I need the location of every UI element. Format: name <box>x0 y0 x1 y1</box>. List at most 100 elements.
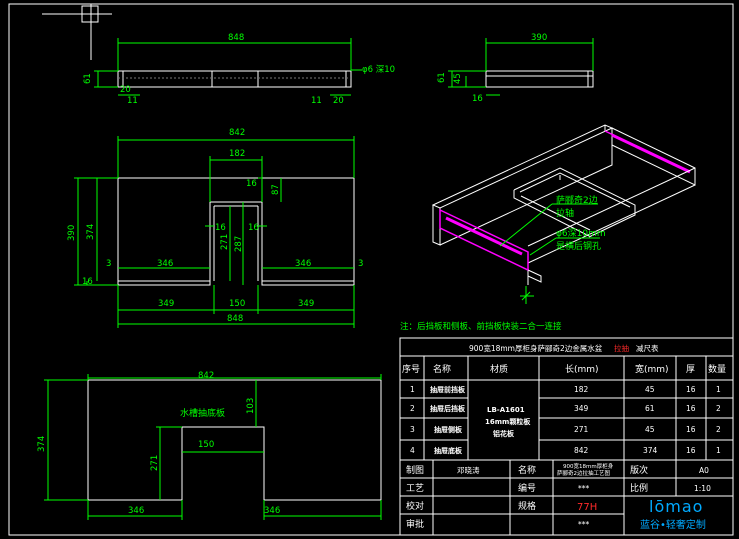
dim-plan-842: 842 <box>229 128 245 138</box>
brand-logo: lōmao <box>649 497 703 516</box>
dim-plan-150: 150 <box>229 299 245 309</box>
brand-name: 蓝谷•轻奢定制 <box>640 518 706 531</box>
footer-scale-value: 1:10 <box>694 484 711 493</box>
dim-plan-182: 182 <box>229 149 245 159</box>
isometric-view <box>431 124 696 304</box>
dim-side-61: 61 <box>437 72 447 83</box>
footer-name-value-a: 900宽18mm厚柜身 <box>563 462 614 470</box>
dim-bottom-842: 842 <box>198 371 214 381</box>
dim-plan-390: 390 <box>67 225 77 241</box>
footer-check-label: 校对 <box>406 500 424 512</box>
material-line-3: 铝花板 <box>493 429 515 438</box>
footer-made-value: 邓晓涛 <box>457 465 480 475</box>
footer-version-label: 版次 <box>630 464 648 476</box>
footer-code-label: 编号 <box>518 482 536 494</box>
dim-plan-287: 287 <box>234 236 244 252</box>
iso-callout-1a: 萨郦奇2边 <box>556 194 598 206</box>
material-line-1: LB-A1601 <box>487 406 525 414</box>
dim-bottom-271: 271 <box>150 455 160 471</box>
table-title-b: 拉抽 <box>614 343 629 353</box>
footer-made-label: 制图 <box>406 464 424 476</box>
header-width: 宽(mm) <box>635 363 669 375</box>
row-4-width: 374 <box>643 446 658 455</box>
footer-version-value: A0 <box>699 466 709 475</box>
side-strip-view <box>448 38 594 96</box>
row-4-name: 抽屉底板 <box>434 446 463 455</box>
row-4-qty: 1 <box>716 446 721 455</box>
row-2-length: 349 <box>574 404 589 413</box>
row-1-width: 45 <box>645 385 655 394</box>
footer-spec-label: 规格 <box>518 500 536 512</box>
footer-approve-value: *** <box>578 520 590 529</box>
dim-front-left-11: 11 <box>127 96 138 106</box>
row-4-thick: 16 <box>686 446 696 455</box>
row-1-length: 182 <box>574 385 589 394</box>
row-2-no: 2 <box>410 404 415 413</box>
front-strip-view <box>94 38 362 96</box>
header-name: 名称 <box>433 363 451 375</box>
dim-bottom-374: 374 <box>37 436 47 452</box>
row-3-thick: 16 <box>686 425 696 434</box>
bottom-board-label: 水槽抽底板 <box>180 407 225 419</box>
row-1-qty: 1 <box>716 385 721 394</box>
dim-plan-848: 848 <box>227 314 243 324</box>
footer-name-value-b: 萨郦奇2边拉抽工艺图 <box>557 469 610 477</box>
header-material: 材质 <box>490 363 508 375</box>
bottom-board-view <box>44 374 382 520</box>
dim-plan-16-top: 16 <box>246 179 257 189</box>
dim-plan-346-right: 346 <box>295 259 311 269</box>
dim-front-848: 848 <box>228 33 244 43</box>
dim-plan-349-left: 349 <box>158 299 174 309</box>
dim-plan-374: 374 <box>86 224 96 240</box>
row-1-name: 抽屉前挡板 <box>430 385 466 394</box>
dim-bottom-346-right: 346 <box>264 506 280 516</box>
header-qty: 数量 <box>708 363 726 375</box>
table-row: 4 抽屉底板 842 374 16 1 <box>410 446 721 455</box>
material-line-2: 16mm颗粒板 <box>485 417 531 426</box>
row-2-thick: 16 <box>686 404 696 413</box>
row-4-length: 842 <box>574 446 589 455</box>
cut-list-table <box>399 337 734 536</box>
dim-plan-16-inner-right: 16 <box>248 223 259 233</box>
dim-bottom-346-left: 346 <box>128 506 144 516</box>
iso-callout-2a: φ6深10mm <box>556 228 606 239</box>
row-1-no: 1 <box>410 385 415 394</box>
table-row: 2 抽屉后挡板 349 61 16 2 <box>410 404 721 413</box>
header-no: 序号 <box>402 363 420 375</box>
footer-name-label: 名称 <box>518 464 536 476</box>
plan-view <box>74 136 355 328</box>
dim-bottom-103: 103 <box>246 398 256 414</box>
dim-plan-16-bottom: 16 <box>82 277 93 287</box>
row-4-no: 4 <box>410 446 415 455</box>
header-length: 长(mm) <box>565 363 599 375</box>
row-3-width: 45 <box>645 425 655 434</box>
row-2-qty: 2 <box>716 404 721 413</box>
footer-code-value: *** <box>578 484 590 493</box>
dim-plan-349-right: 349 <box>298 299 314 309</box>
dim-side-45: 45 <box>453 73 463 84</box>
table-row: 3 抽屉侧板 271 45 16 2 <box>410 425 721 434</box>
dim-plan-87: 87 <box>271 184 281 195</box>
hole-note: φ6 深10 <box>362 65 395 75</box>
table-title-a: 900宽18mm厚柜身萨郦奇2边金属水盆 <box>469 343 603 353</box>
dim-plan-3-left: 3 <box>106 259 111 269</box>
row-3-name: 抽屉侧板 <box>434 425 463 434</box>
dim-plan-346-left: 346 <box>157 259 173 269</box>
drawing-frame <box>8 3 734 536</box>
dim-front-left-20: 20 <box>120 85 131 95</box>
header-thick: 厚 <box>686 364 695 375</box>
row-2-name: 抽屉后挡板 <box>430 404 466 413</box>
footer-spec-value: 77H <box>577 502 597 513</box>
dim-side-390: 390 <box>531 33 547 43</box>
dim-front-61: 61 <box>83 73 93 84</box>
dim-bottom-150: 150 <box>198 440 214 450</box>
assembly-note: 注：后挡板和侧板、前挡板快装二合一连接 <box>400 321 562 332</box>
ucs-icon <box>42 4 112 60</box>
dim-plan-271: 271 <box>220 234 230 250</box>
table-title-c: 减尺表 <box>636 343 659 353</box>
dim-plan-16-inner-left: 16 <box>215 223 226 233</box>
dim-side-16: 16 <box>472 94 483 104</box>
iso-callout-1b: 拉轴 <box>556 207 574 219</box>
footer-scale-label: 比例 <box>630 482 648 494</box>
